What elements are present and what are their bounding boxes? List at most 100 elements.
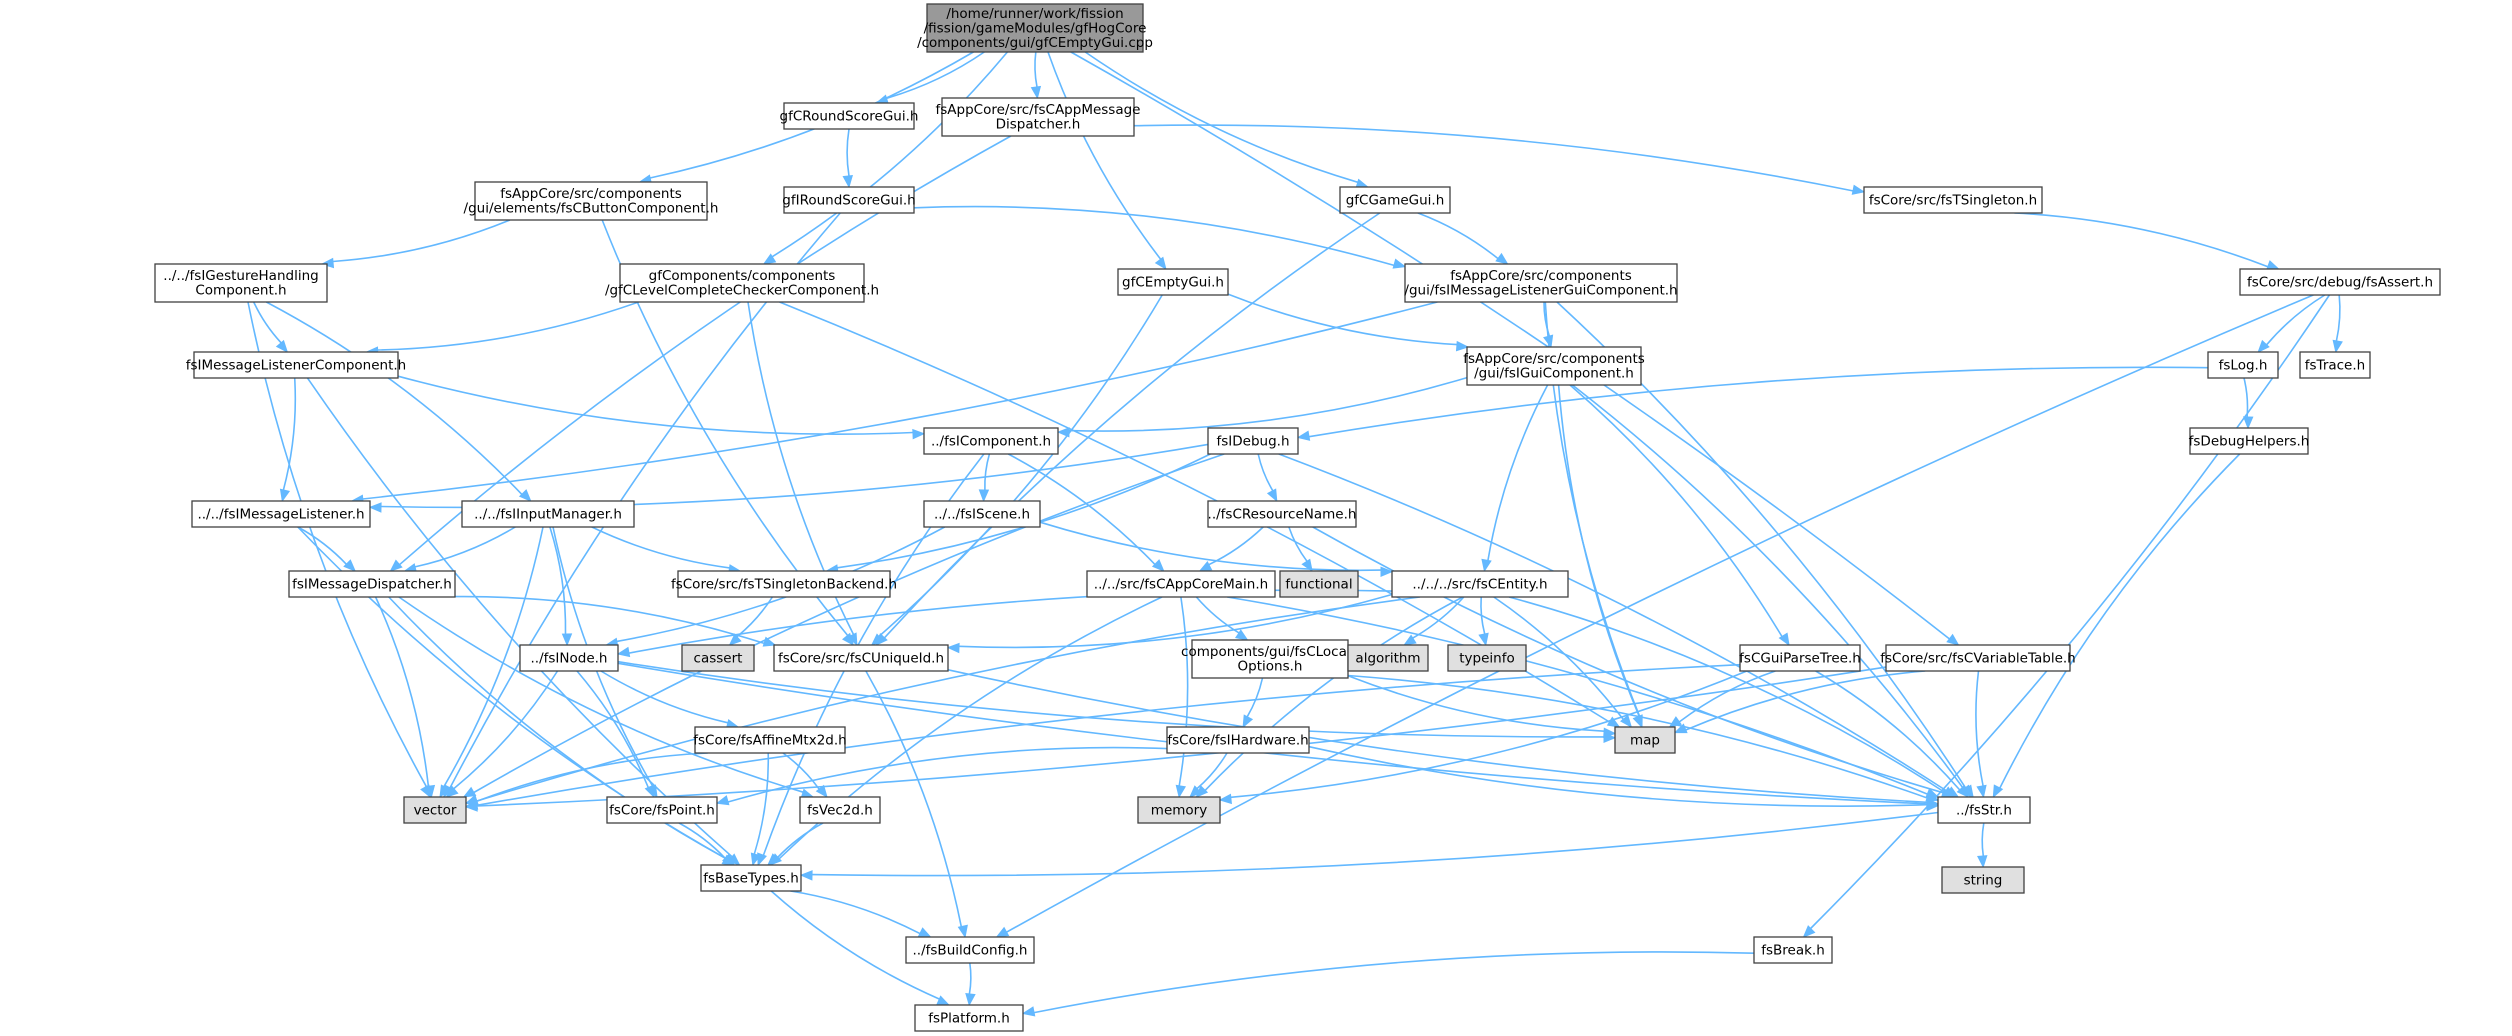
node-box (193, 351, 399, 379)
node-box (519, 644, 619, 672)
node-iHardware[interactable]: fsCore/fsIHardware.h (1166, 726, 1310, 754)
node-levelComplete[interactable]: gfComponents/components/gfCLevelComplete… (605, 263, 879, 303)
node-box (1863, 186, 2043, 214)
node-root[interactable]: /home/runner/work/fission/fission/gameMo… (917, 3, 1153, 53)
edge-root-to-variableTable (1070, 51, 1960, 646)
node-label: fsBreak.h (1761, 942, 1825, 958)
edge-msgListenerComp-to-iComponent (397, 375, 926, 440)
edge-line (1571, 384, 1965, 790)
edge-arrowhead (1851, 184, 1866, 195)
node-vector: vector (403, 796, 467, 824)
node-label: vector (414, 802, 457, 818)
node-box (1466, 346, 1642, 386)
node-gameGui[interactable]: gfCGameGui.h (1339, 186, 1451, 214)
edge-arrowhead (1481, 558, 1492, 573)
edge-buttonComponent-to-gestureHandling (320, 219, 511, 269)
node-singletonBackend[interactable]: fsCore/src/fsTSingletonBackend.h (671, 570, 897, 598)
node-box (1885, 644, 2071, 672)
node-box (905, 936, 1035, 964)
edge-arrowhead (1198, 561, 1213, 572)
node-box (923, 500, 1041, 528)
node-baseTypes[interactable]: fsBaseTypes.h (700, 864, 802, 892)
node-msgListenerGuiComp[interactable]: fsAppCore/src/components/gui/fsIMessageL… (1404, 263, 1678, 303)
edge-arrowhead (965, 993, 976, 1007)
node-box (2239, 268, 2441, 296)
node-label: ../../fsIInputManager.h (474, 506, 622, 522)
node-label: /gui/fsIGuiComponent.h (1474, 366, 1634, 382)
node-uniqueId[interactable]: fsCore/src/fsCUniqueId.h (773, 644, 949, 672)
node-debugHelpers[interactable]: fsDebugHelpers.h (2189, 427, 2310, 455)
edge-guiParseTree-to-map (1668, 670, 1776, 728)
node-label: fsCGuiParseTree.h (1739, 650, 1861, 666)
node-box (1941, 866, 2025, 894)
node-iComponent[interactable]: ../fsIComponent.h (923, 427, 1059, 455)
edge-line (443, 526, 544, 788)
node-iScene[interactable]: ../../fsIScene.h (923, 500, 1041, 528)
node-label: ../fsStr.h (1956, 802, 2012, 818)
edge-line (1480, 596, 1486, 635)
node-guiComponent[interactable]: fsAppCore/src/components/gui/fsIGuiCompo… (1463, 346, 1645, 386)
node-label: Component.h (195, 283, 286, 299)
edge-arrowhead (728, 633, 742, 646)
node-tSingleton[interactable]: fsCore/src/fsTSingleton.h (1863, 186, 2043, 214)
node-variableTable[interactable]: fsCore/src/fsCVariableTable.h (1880, 644, 2076, 672)
edge-root-to-emptyGuiH (1047, 51, 1167, 271)
node-label: gfCGameGui.h (1346, 192, 1445, 208)
node-guiParseTree[interactable]: fsCGuiParseTree.h (1739, 644, 1861, 672)
edge-entity-to-map (1493, 596, 1633, 729)
node-platform[interactable]: fsPlatform.h (914, 1004, 1024, 1032)
node-msgListenerComp[interactable]: fsIMessageListenerComponent.h (186, 351, 406, 379)
node-roundScoreGui[interactable]: gfCRoundScoreGui.h (780, 102, 919, 130)
node-label: gfComponents/components (649, 268, 836, 284)
node-label: fsBaseTypes.h (703, 870, 799, 886)
node-str[interactable]: ../fsStr.h (1937, 796, 2031, 824)
edge-line (1417, 212, 1499, 260)
edge-break-to-platform (1021, 951, 1755, 1017)
node-label: gfIRoundScoreGui.h (782, 192, 915, 208)
edge-msgListener-to-msgDispatcher (297, 526, 357, 572)
edge-line (1227, 596, 1928, 795)
edge-line (476, 752, 708, 803)
edge-line (252, 301, 282, 344)
node-iNode[interactable]: ../fsINode.h (519, 644, 619, 672)
edge-root-to-appMessageDispatcher (1030, 51, 1042, 100)
node-affineMtx[interactable]: fsCore/fsAffineMtx2d.h (693, 726, 847, 754)
node-cassert: cassert (681, 644, 755, 672)
node-label: fsCore/src/fsTSingleton.h (1869, 192, 2037, 208)
edge-iHardware-to-str (1308, 745, 1940, 812)
edge-line (374, 596, 430, 787)
edge-arrowhead (464, 794, 479, 805)
node-appCoreMain[interactable]: ../../src/fsCAppCoreMain.h (1086, 570, 1276, 598)
node-msgListener[interactable]: ../../fsIMessageListener.h (191, 500, 371, 528)
edge-line (2335, 294, 2341, 342)
node-box (1347, 644, 1429, 672)
node-buildConfig[interactable]: ../fsBuildConfig.h (905, 936, 1035, 964)
node-assert[interactable]: fsCore/src/debug/fsAssert.h (2239, 268, 2441, 296)
edge-arrowhead (1802, 925, 1816, 938)
node-emptyGuiH[interactable]: gfCEmptyGui.h (1117, 268, 1229, 296)
edge-tSingleton-to-assert (2014, 212, 2280, 270)
node-point[interactable]: fsCore/fsPoint.h (606, 796, 718, 824)
node-msgDispatcher[interactable]: fsIMessageDispatcher.h (288, 570, 456, 598)
node-resourceName[interactable]: ../fsCResourceName.h (1207, 500, 1357, 528)
node-label: ../../src/fsCAppCoreMain.h (1094, 576, 1268, 592)
edge-line (1815, 670, 1961, 791)
node-buttonComponent[interactable]: fsAppCore/src/components/gui/elements/fs… (464, 181, 719, 221)
node-entity[interactable]: ../../../src/fsCEntity.h (1391, 570, 1569, 598)
node-log[interactable]: fsLog.h (2207, 351, 2279, 379)
edge-line (549, 526, 567, 635)
node-iRoundScoreGui[interactable]: gfIRoundScoreGui.h (782, 186, 916, 214)
edge-entity-to-algorithm (1403, 596, 1465, 646)
edge-arrowhead (1977, 855, 1988, 869)
node-vec2d[interactable]: fsVec2d.h (799, 796, 881, 824)
node-trace[interactable]: fsTrace.h (2299, 351, 2371, 379)
node-inputManager[interactable]: ../../fsIInputManager.h (461, 500, 635, 528)
node-iDebug[interactable]: fsIDebug.h (1207, 427, 1299, 455)
node-break[interactable]: fsBreak.h (1753, 936, 1833, 964)
node-label: typeinfo (1459, 650, 1514, 666)
edge-arrowhead (1154, 256, 1167, 271)
node-functional: functional (1279, 570, 1359, 598)
